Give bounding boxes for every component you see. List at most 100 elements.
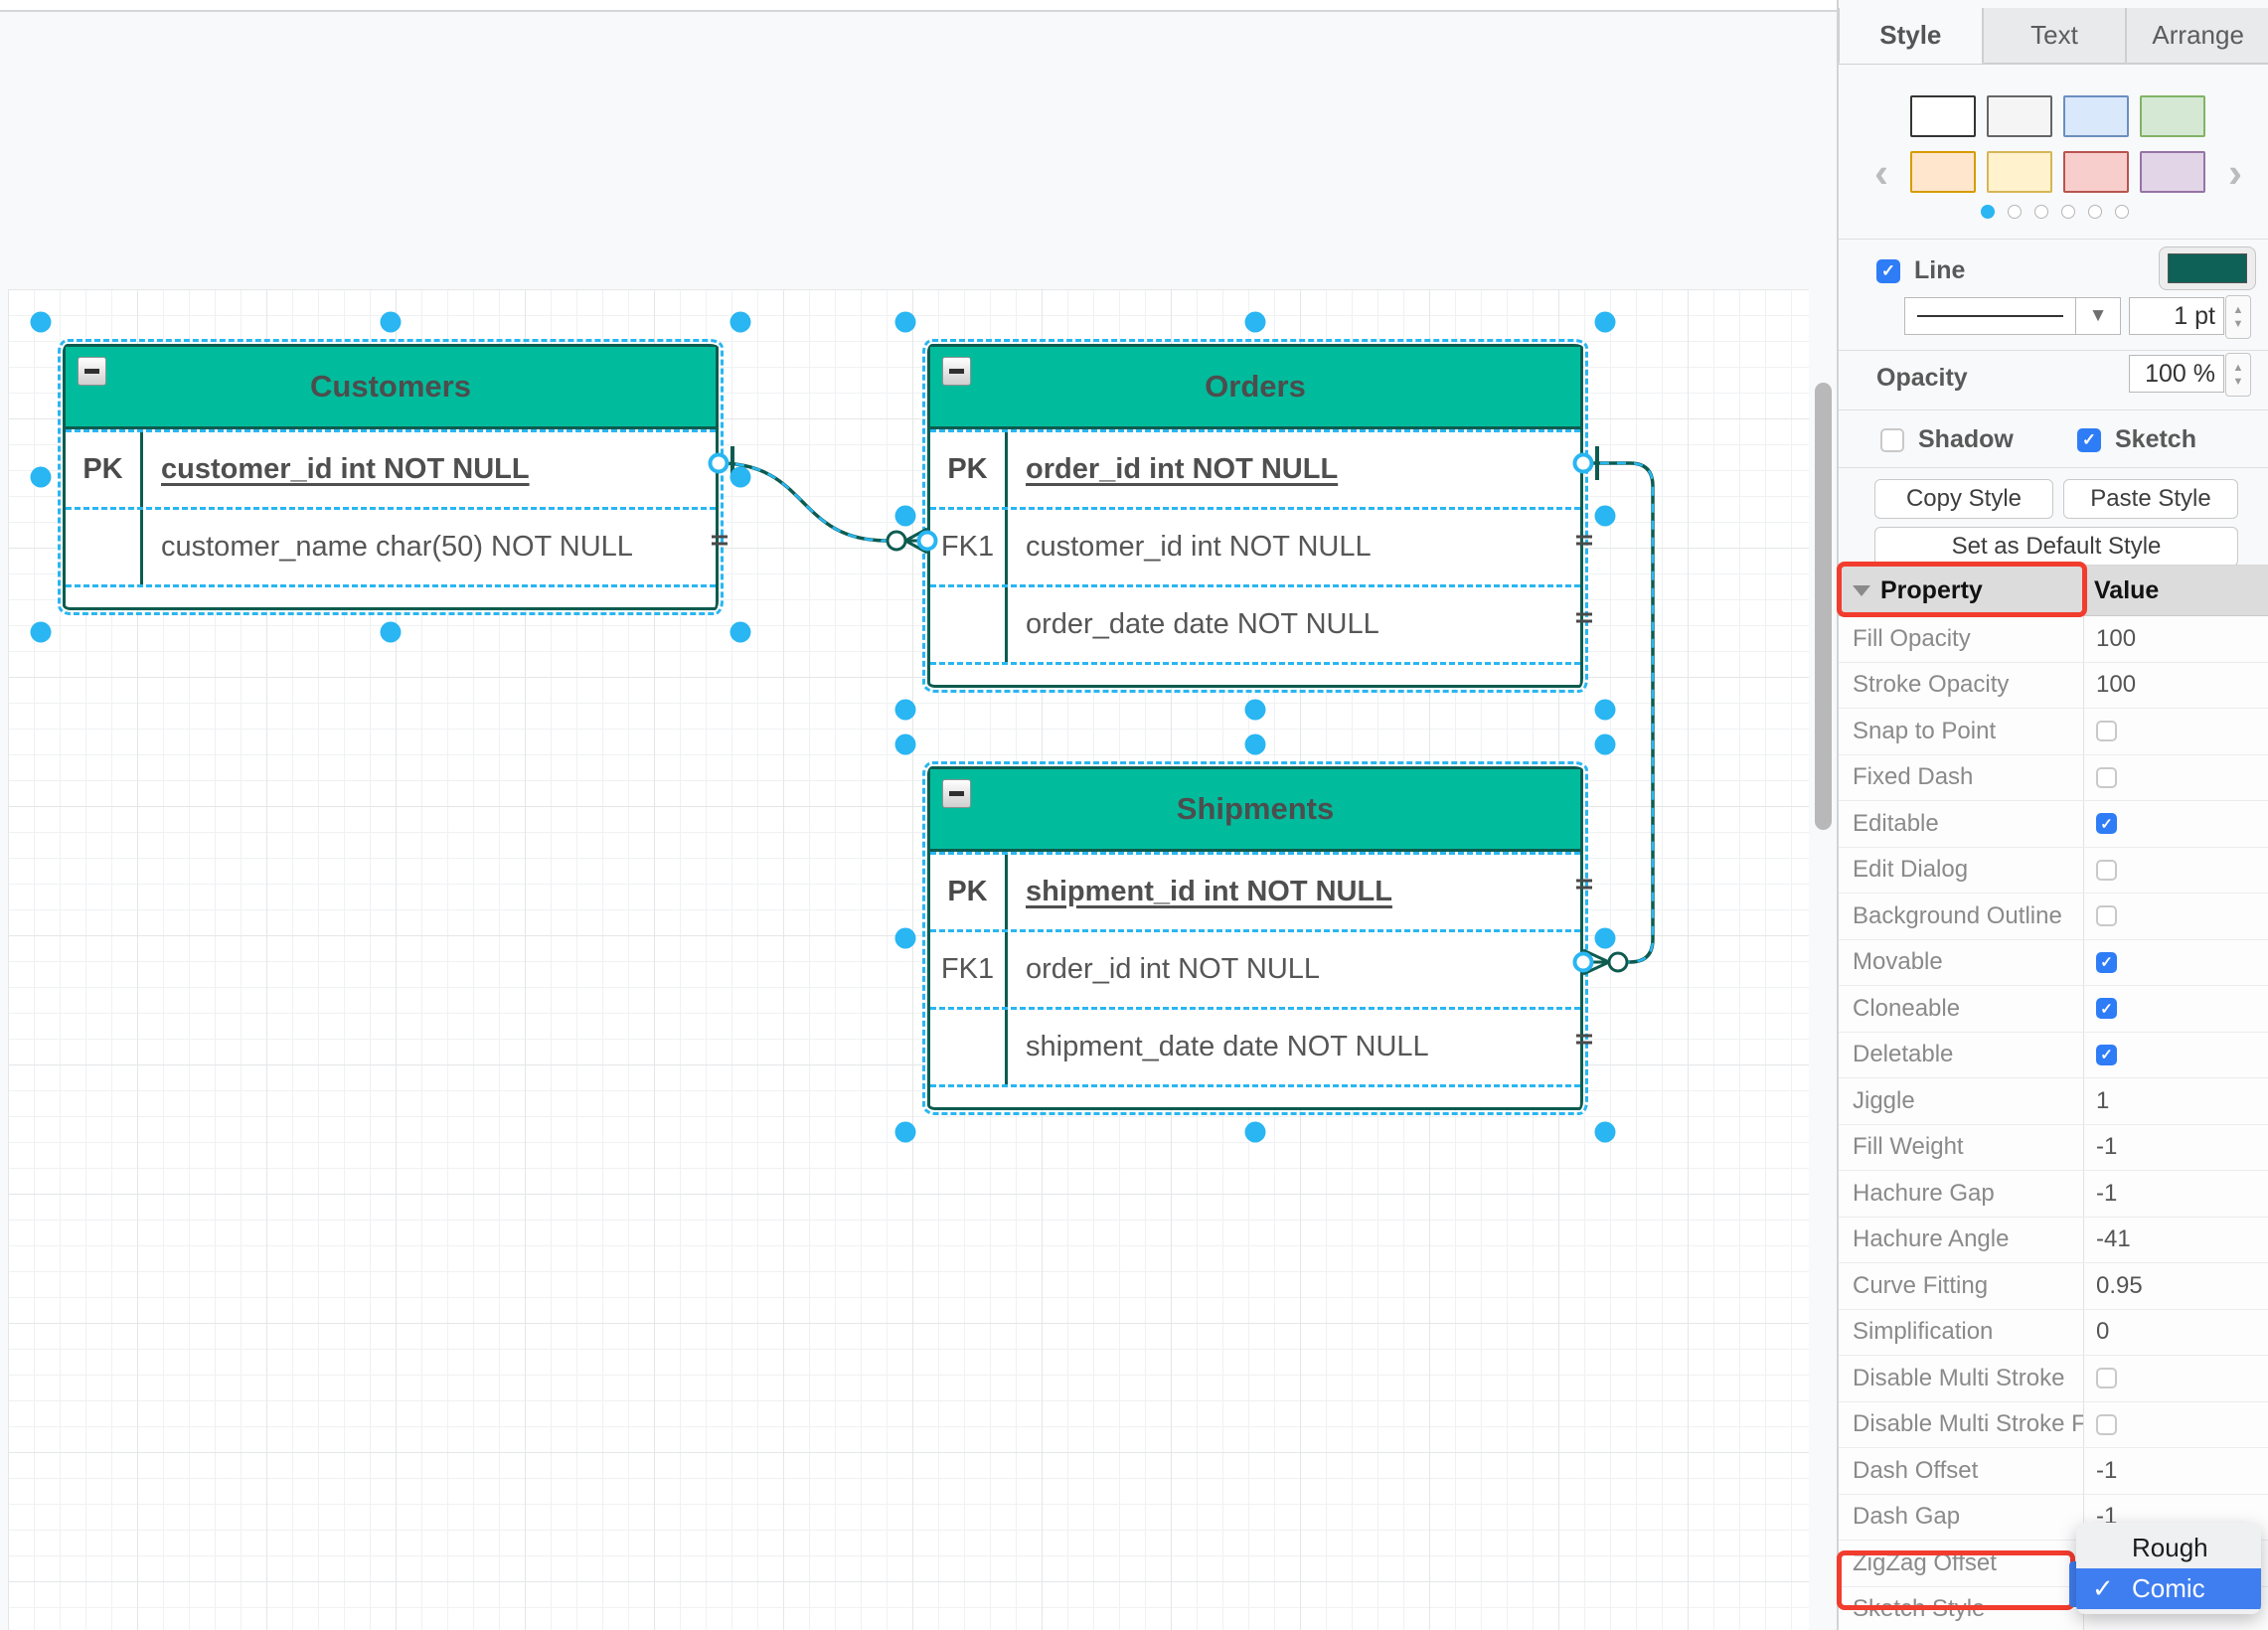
style-swatch-purple[interactable]	[2140, 151, 2205, 193]
property-header-cell[interactable]: Property	[1839, 566, 2084, 615]
style-swatch-green[interactable]	[2140, 95, 2205, 137]
collapse-minus-icon[interactable]	[78, 357, 106, 386]
selection-handle[interactable]	[1594, 1121, 1616, 1143]
style-swatch-white[interactable]	[1910, 95, 1976, 137]
style-swatch-gray[interactable]	[1987, 95, 2052, 137]
page-dot[interactable]	[2087, 205, 2102, 219]
paste-style-button[interactable]: Paste Style	[2063, 479, 2238, 519]
page-dot[interactable]	[2114, 205, 2129, 219]
property-value[interactable]: -41	[2096, 1225, 2131, 1253]
property-value[interactable]: 0.95	[2096, 1271, 2143, 1299]
selection-handle[interactable]	[894, 1121, 916, 1143]
entity-header[interactable]: Shipments	[930, 769, 1580, 852]
property-value[interactable]	[2084, 848, 2268, 894]
selection-handle[interactable]	[894, 311, 916, 333]
selection-handle[interactable]	[1244, 699, 1266, 721]
collapse-minus-icon[interactable]	[942, 779, 971, 808]
popup-item-rough[interactable]: Rough	[2076, 1528, 2261, 1568]
property-checkbox[interactable]: ✓	[2096, 951, 2117, 973]
entity-header[interactable]: Customers	[66, 347, 716, 429]
selection-handle[interactable]	[380, 311, 402, 333]
property-value[interactable]	[2084, 894, 2268, 939]
property-value[interactable]: ✓	[2084, 1033, 2268, 1078]
line-width-stepper[interactable]: ▲▼	[2225, 295, 2251, 339]
collapse-minus-icon[interactable]	[942, 357, 971, 386]
selection-handle[interactable]	[894, 699, 916, 721]
property-checkbox[interactable]: ✓	[2096, 998, 2117, 1020]
selection-handle[interactable]	[380, 621, 402, 643]
page-dot[interactable]	[1980, 205, 1995, 219]
selection-handle[interactable]	[1244, 734, 1266, 755]
style-swatch-blue[interactable]	[2063, 95, 2129, 137]
property-value[interactable]	[2084, 709, 2268, 754]
property-value[interactable]: ✓	[2084, 940, 2268, 986]
set-default-style-button[interactable]: Set as Default Style	[1874, 527, 2238, 567]
selection-handle[interactable]	[30, 621, 52, 643]
selection-handle[interactable]	[1594, 734, 1616, 755]
tab-text[interactable]: Text	[1982, 8, 2127, 64]
selection-handle[interactable]	[1594, 927, 1616, 949]
property-checkbox[interactable]	[2096, 905, 2117, 927]
entity-row[interactable]: shipment_date date NOT NULL	[930, 1007, 1580, 1084]
shadow-checkbox[interactable]	[1880, 427, 1904, 452]
copy-style-button[interactable]: Copy Style	[1874, 479, 2053, 519]
property-value[interactable]: 0	[2096, 1318, 2110, 1346]
selection-handle[interactable]	[729, 311, 751, 333]
property-value[interactable]	[2084, 1356, 2268, 1401]
line-checkbox[interactable]: ✓	[1876, 258, 1900, 283]
property-value[interactable]: ✓	[2084, 801, 2268, 847]
entity-row[interactable]: customer_name char(50) NOT NULL	[66, 507, 716, 584]
chevron-down-icon[interactable]: ▼	[2075, 298, 2120, 334]
property-value[interactable]	[2084, 1402, 2268, 1448]
selection-handle[interactable]	[894, 505, 916, 527]
selection-handle[interactable]	[729, 621, 751, 643]
selection-handle[interactable]	[1594, 505, 1616, 527]
property-value[interactable]: 100	[2096, 671, 2137, 699]
page-dot[interactable]	[2007, 205, 2022, 219]
style-swatch-red[interactable]	[2063, 151, 2129, 193]
selection-handle[interactable]	[1244, 1121, 1266, 1143]
property-checkbox[interactable]	[2096, 1413, 2117, 1435]
selection-handle[interactable]	[1594, 311, 1616, 333]
style-swatch-yellow[interactable]	[1987, 151, 2052, 193]
selection-handle[interactable]	[30, 466, 52, 488]
property-checkbox[interactable]	[2096, 859, 2117, 881]
property-checkbox[interactable]	[2096, 766, 2117, 788]
style-swatch-orange[interactable]	[1910, 151, 1976, 193]
property-value[interactable]: -1	[2096, 1179, 2118, 1207]
property-value[interactable]	[2084, 755, 2268, 801]
selection-handle[interactable]	[894, 927, 916, 949]
page-dot[interactable]	[2033, 205, 2048, 219]
sketch-checkbox[interactable]: ✓	[2077, 427, 2101, 452]
entity-header[interactable]: Orders	[930, 347, 1580, 429]
selection-handle[interactable]	[729, 466, 751, 488]
line-style-dropdown[interactable]: ▼	[1904, 297, 2121, 335]
property-checkbox[interactable]: ✓	[2096, 1044, 2117, 1065]
swatch-next-icon[interactable]: ›	[2228, 149, 2242, 196]
line-width-input[interactable]: 1 pt	[2129, 297, 2224, 335]
property-checkbox[interactable]: ✓	[2096, 813, 2117, 835]
opacity-stepper[interactable]: ▲▼	[2225, 353, 2251, 397]
line-color-button[interactable]	[2159, 246, 2256, 290]
property-value[interactable]: -1	[2096, 1133, 2118, 1161]
tab-style[interactable]: Style	[1839, 8, 1983, 64]
selection-handle[interactable]	[30, 311, 52, 333]
opacity-input[interactable]: 100 %	[2129, 355, 2224, 393]
selection-handle[interactable]	[1594, 699, 1616, 721]
page-dot[interactable]	[2060, 205, 2075, 219]
popup-item-comic[interactable]: ✓Comic	[2076, 1568, 2261, 1609]
property-value[interactable]: 100	[2096, 624, 2137, 652]
canvas-vertical-scrollbar[interactable]	[1815, 383, 1832, 830]
property-checkbox[interactable]	[2096, 1368, 2117, 1389]
entity-row[interactable]: order_date date NOT NULL	[930, 584, 1580, 662]
property-value[interactable]: ✓	[2084, 986, 2268, 1032]
